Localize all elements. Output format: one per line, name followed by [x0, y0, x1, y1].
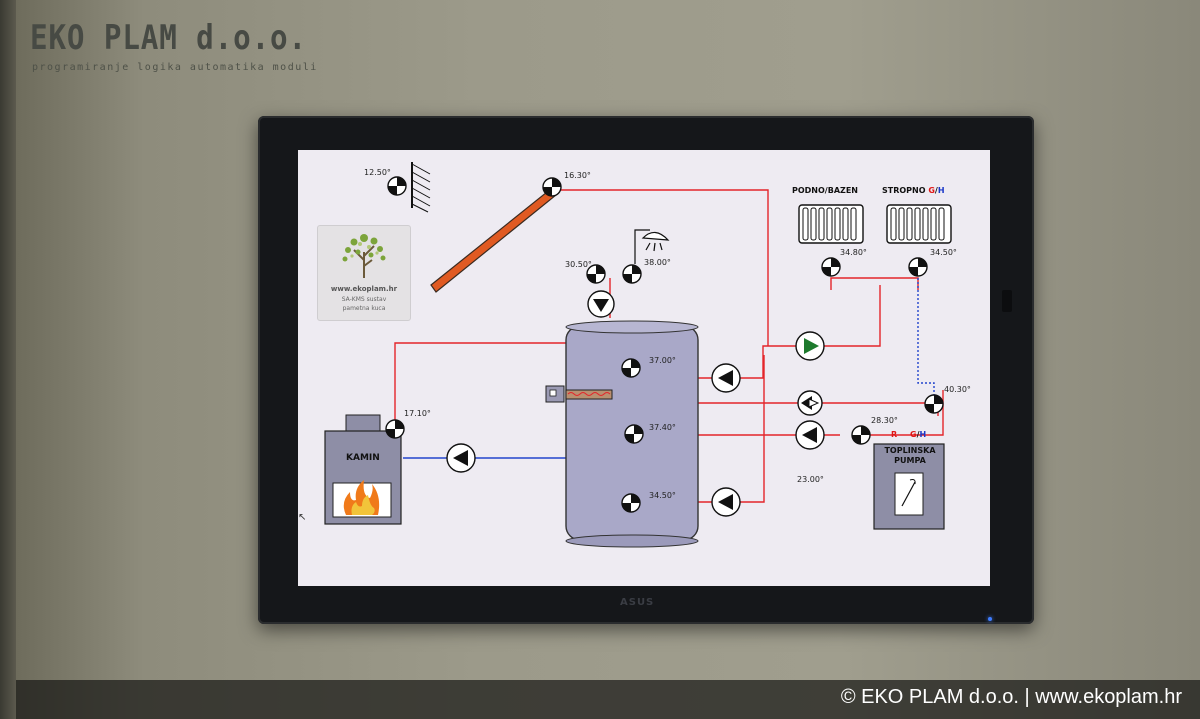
sensor-tank-mid-icon — [624, 424, 644, 444]
side-slot — [1002, 290, 1012, 312]
temp-tank-mid: 37.40° — [649, 423, 676, 432]
heatpump-unit — [873, 443, 945, 530]
label-stropno: STROPNO G/H — [882, 186, 945, 195]
temp-hp-supply: 40.30° — [944, 385, 971, 394]
pump-mixing — [797, 390, 823, 416]
monitor-brand: ASUS — [620, 597, 655, 608]
sensor-kamin-icon — [385, 419, 405, 439]
pump-heatpump — [795, 420, 825, 450]
label-stropno-g: G — [928, 186, 935, 195]
footer-bar — [16, 680, 1200, 719]
label-heatpump-line2: PUMPA — [894, 456, 926, 465]
sensor-tank-top-icon — [621, 358, 641, 378]
pump-kamin — [446, 443, 476, 473]
brand-subtitle: programiranje logika automatika moduli — [32, 62, 318, 73]
label-heatpump: TOPLINSKA PUMPA — [874, 446, 946, 466]
pump-tank-bottom — [711, 487, 741, 517]
label-stropno-slash: / — [934, 186, 938, 195]
brand-title: EKO PLAM d.o.o. — [30, 18, 307, 58]
temp-podno: 34.80° — [840, 248, 867, 257]
temp-hp-other: 23.00° — [797, 475, 824, 484]
mouse-cursor-icon: ↖ — [298, 512, 307, 523]
cold-pipes — [403, 278, 935, 459]
sensor-hp-supply-icon — [924, 394, 944, 414]
label-r: R — [891, 430, 898, 439]
temp-collector: 16.30° — [564, 171, 591, 180]
label-podno-bazen: PODNO/BAZEN — [792, 186, 858, 195]
schematic-canvas — [324, 162, 952, 548]
label-stropno-text: STROPNO — [882, 186, 926, 195]
sensor-stropno-icon — [908, 257, 928, 277]
temp-stropno: 34.50° — [930, 248, 957, 257]
footer-copyright: © EKO PLAM d.o.o. | www.ekoplam.hr — [840, 686, 1182, 708]
sensor-dhw-right-icon — [622, 264, 642, 284]
label-gh: G/H — [910, 430, 926, 439]
ekoplam-logo-card: www.ekoplam.hr SA-KMS sustav pametna kuc… — [317, 225, 411, 321]
sensor-collector-icon — [542, 177, 562, 197]
logo-line-3: pametna kuca — [342, 305, 386, 312]
label-heatpump-line1: TOPLINSKA — [884, 446, 936, 455]
radiator-stropno — [886, 204, 952, 244]
pump-tank-1 — [711, 363, 741, 393]
label-stropno-h: H — [937, 186, 945, 195]
shower-icon — [634, 229, 670, 264]
tree-logo-icon — [342, 234, 386, 278]
pipe-radiator-link — [830, 277, 919, 290]
pipe-ceiling-return — [917, 278, 935, 395]
logo-url: www.ekoplam.hr — [330, 285, 398, 293]
sensor-tank-bottom-icon — [621, 493, 641, 513]
temp-dhw-left: 30.50° — [565, 260, 592, 269]
pipe-floor-supply — [698, 285, 881, 379]
temp-tank-top: 37.00° — [649, 356, 676, 365]
radiator-podno — [798, 204, 864, 244]
pipe-collector-return — [552, 189, 769, 346]
temp-kamin: 17.10° — [404, 409, 431, 418]
outdoor-wall — [411, 162, 431, 213]
sensor-podno-icon — [821, 257, 841, 277]
sensor-outdoor-icon — [387, 176, 407, 196]
electric-heater — [545, 385, 613, 403]
kamin-stove — [324, 414, 402, 525]
temp-hp-return: 28.30° — [871, 416, 898, 425]
temp-tank-bottom: 34.50° — [649, 491, 676, 500]
logo-line-2: SA-KMS sustav — [341, 296, 387, 303]
label-gh-g: G — [910, 430, 917, 439]
pump-floor — [795, 331, 825, 361]
label-gh-h: H — [919, 430, 927, 439]
cabinet-edge — [0, 0, 16, 719]
power-led-icon — [988, 617, 992, 621]
temp-dhw-right: 38.00° — [644, 258, 671, 267]
pump-dhw — [587, 290, 615, 318]
scada-screen: www.ekoplam.hr SA-KMS sustav pametna kuc… — [298, 150, 990, 586]
label-gh-slash: / — [916, 430, 920, 439]
solar-collector — [430, 187, 557, 293]
temp-outdoor: 12.50° — [364, 168, 391, 177]
sensor-hp-return-icon — [851, 425, 871, 445]
pipe-kamin-supply — [394, 342, 566, 434]
label-kamin: KAMIN — [346, 453, 380, 463]
